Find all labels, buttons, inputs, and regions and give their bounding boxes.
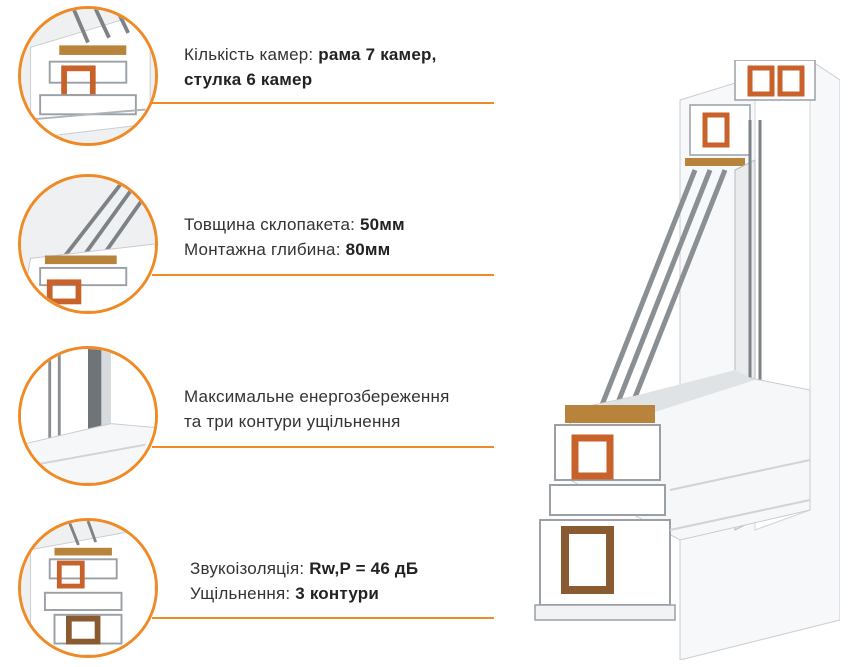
window-profile-cutaway-image	[510, 60, 840, 660]
feature-text: Товщина склопакета: 50мм Монтажна глибин…	[184, 212, 405, 262]
feature-value: 80мм	[345, 240, 391, 259]
feature-value: 3 контури	[295, 584, 379, 603]
glass-unit-icon	[18, 174, 158, 314]
feature-label: Ущільнення:	[190, 584, 296, 603]
feature-value: Rw,P = 46 дБ	[309, 559, 419, 578]
feature-label: Звукоізоляція:	[190, 559, 310, 578]
feature-label: та три контури ущільнення	[184, 412, 401, 431]
feature-label: Максимальне енергозбереження	[184, 387, 450, 406]
divider-line	[152, 102, 494, 104]
divider-line	[152, 274, 494, 276]
divider-line	[152, 446, 494, 448]
chamber-section-icon	[18, 6, 158, 146]
divider-line	[152, 617, 494, 619]
feature-value: 50мм	[359, 215, 405, 234]
feature-label: Кількість камер:	[184, 45, 319, 64]
seal-contour-icon	[18, 346, 158, 486]
feature-value: стулка 6 камер	[184, 70, 313, 89]
feature-value: рама 7 камер,	[318, 45, 437, 64]
sound-insulation-section-icon	[18, 518, 158, 658]
feature-text: Кількість камер: рама 7 камер, стулка 6 …	[184, 42, 437, 92]
feature-text: Максимальне енергозбереження та три конт…	[184, 384, 450, 434]
feature-label: Товщина склопакета:	[184, 215, 360, 234]
feature-text: Звукоізоляція: Rw,P = 46 дБ Ущільнення: …	[190, 556, 418, 606]
feature-label: Монтажна глибина:	[184, 240, 346, 259]
